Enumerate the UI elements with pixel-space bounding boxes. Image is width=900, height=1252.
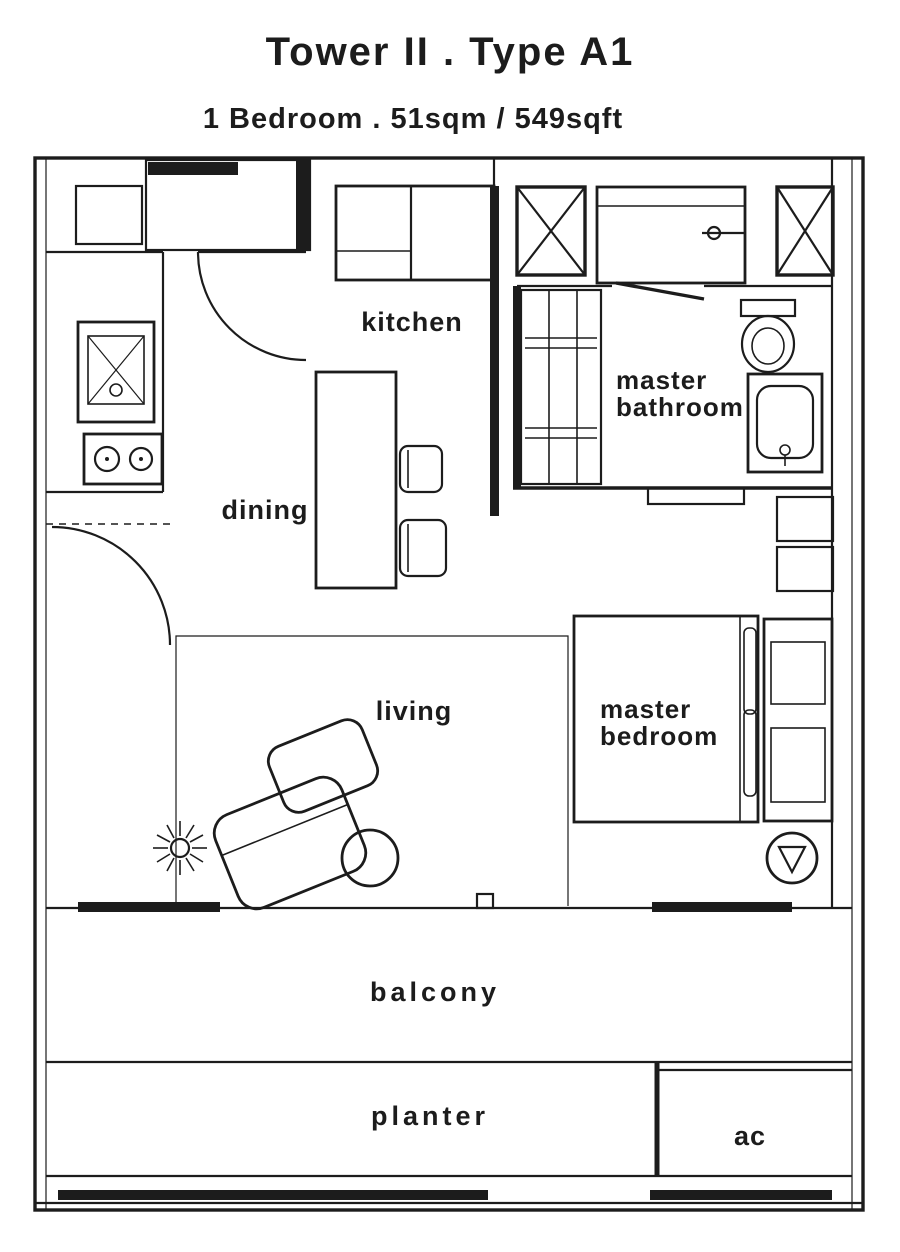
room-label-master-bedroom-line1: master (600, 694, 692, 724)
kitchen-wall (490, 158, 499, 516)
room-label-living: living (375, 696, 453, 726)
entry-door-arc (196, 250, 307, 362)
room-label-master-bedroom: master bedroom (600, 696, 718, 750)
vanity-sink-icon (746, 372, 824, 474)
kitchen-counter (46, 250, 165, 494)
living-area-outline (175, 635, 569, 906)
x-marked-cabinet-left (515, 185, 587, 277)
room-label-kitchen: kitchen (361, 307, 463, 337)
wall-shelves (775, 495, 835, 593)
dining-chairs (398, 444, 448, 578)
room-label-master-bedroom-line2: bedroom (600, 721, 719, 751)
bathroom-door-leaf (615, 281, 705, 301)
bathroom-walls (513, 284, 832, 506)
toilet-icon (739, 298, 797, 374)
sofa-icon (212, 718, 380, 911)
balcony-wall (46, 892, 852, 912)
fan-icon (765, 831, 819, 885)
bathroom-closet (519, 288, 603, 486)
planter-walls (46, 1060, 852, 1178)
room-label-master-bathroom: master bathroom (616, 367, 744, 421)
room-label-dining: dining (221, 495, 309, 525)
kitchen-sink-icon (76, 320, 156, 424)
room-label-planter: planter (370, 1101, 490, 1131)
room-label-master-bathroom-line1: master (616, 365, 708, 395)
bottom-walls (35, 1190, 863, 1205)
room-label-master-bathroom-line2: bathroom (616, 392, 744, 422)
dining-table (314, 370, 398, 590)
kitchen-stove-icon (82, 432, 164, 486)
page-subtitle: 1 Bedroom . 51sqm / 549sqft (202, 103, 624, 135)
room-label-ac: ac (733, 1121, 767, 1151)
kitchen-upper-cabinets (334, 184, 496, 282)
x-marked-cabinet-right (775, 185, 835, 277)
ac-compartment (654, 1062, 852, 1176)
plant-icon (153, 821, 207, 875)
wardrobe (595, 185, 747, 285)
page-title: Tower II . Type A1 (265, 30, 635, 74)
coffee-table-icon (340, 828, 400, 888)
entry-vestibule (74, 158, 312, 252)
bedside-cabinets (762, 617, 834, 823)
living-door-arc (46, 523, 172, 646)
room-label-balcony: balcony (369, 977, 501, 1007)
bed-icon (572, 614, 760, 824)
